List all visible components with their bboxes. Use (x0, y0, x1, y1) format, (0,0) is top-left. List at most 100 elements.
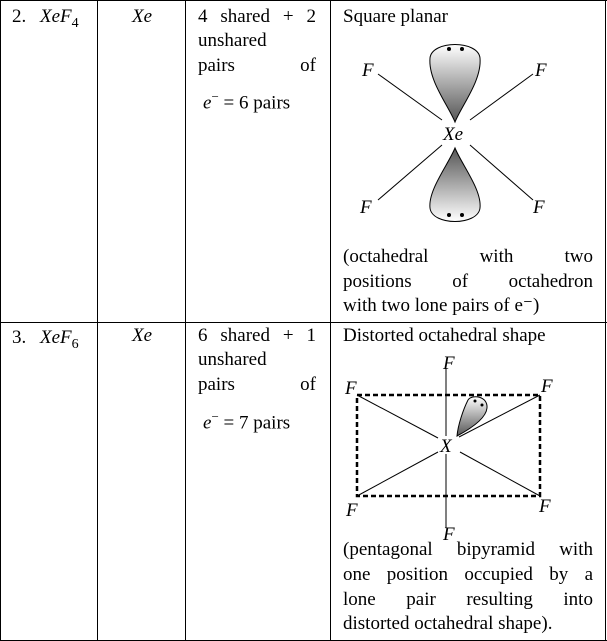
electron-dot (460, 213, 464, 217)
note-line: positions of octahedron (343, 271, 593, 293)
col-divider (605, 0, 606, 641)
pairs-line: 4 shared +2 (198, 6, 316, 28)
pairs-total: = 6 pairs (223, 92, 291, 114)
distorted-octahedral-diagram: X F F F F F F (344, 353, 553, 545)
formula: XeF6 (40, 327, 79, 356)
word: by (549, 564, 569, 585)
row-number: 2. (12, 6, 27, 27)
lone-pair-lobe (429, 44, 481, 124)
word: with (479, 246, 514, 267)
word: one (343, 564, 371, 585)
col-divider (185, 0, 186, 641)
ligand-label: F (361, 60, 374, 81)
word: pairs (198, 55, 235, 76)
electron-dot (460, 47, 464, 51)
note-line: distorted octahedral shape). (343, 613, 553, 634)
note-line: lone pair resulting into (343, 589, 593, 611)
ligand-label: F (534, 60, 547, 81)
ligand-label: F (344, 378, 357, 399)
ligand-label: F (359, 197, 372, 218)
pairs-result: e− = 6 pairs (203, 89, 291, 114)
electron-dot (473, 399, 477, 403)
formula-base: XeF (40, 6, 72, 27)
note-line: (octahedral with two (343, 246, 593, 268)
word: into (563, 589, 593, 610)
central-atom: Xe (132, 325, 153, 346)
pairs-result: e− = 7 pairs (203, 409, 291, 434)
word: (pentagonal (343, 539, 433, 560)
formula-base: XeF (40, 327, 72, 348)
word: 1 (306, 325, 316, 346)
bond (458, 394, 541, 438)
word: of (300, 55, 316, 76)
word: lone (343, 589, 376, 610)
bond (356, 451, 439, 497)
formula-subscript: 6 (71, 336, 79, 352)
ligand-label: F (442, 353, 455, 374)
row-divider (0, 322, 607, 323)
shape-title: Square planar (343, 6, 448, 27)
electron-dot (447, 213, 451, 217)
ligand-label: F (442, 524, 455, 545)
word: pairs (198, 374, 235, 395)
word: occupied (464, 564, 533, 585)
note-line: with two lone pairs of e⁻) (343, 295, 540, 316)
word: + (282, 6, 294, 27)
electron-dot (447, 47, 451, 51)
pairs-line: unshared (198, 349, 267, 370)
word: pair (406, 589, 436, 610)
pairs-line: 6 shared +1 (198, 325, 316, 347)
bond (469, 144, 534, 201)
word: shared (220, 6, 270, 27)
central-atom-label: Xe (442, 124, 463, 145)
row-number: 3. (12, 327, 27, 348)
bond (377, 73, 443, 121)
dashed-rectangle (355, 393, 542, 498)
word: positions (343, 271, 412, 292)
electron-symbol: e (203, 92, 212, 114)
word: a (584, 564, 593, 585)
col-divider (330, 0, 331, 641)
lone-pair-lobe (456, 396, 488, 437)
electron-symbol: e (203, 412, 212, 434)
word: of (452, 271, 469, 292)
table-border (0, 0, 607, 1)
ligand-label: F (532, 197, 545, 218)
word: bipyramid (456, 539, 535, 560)
pairs-total: = 7 pairs (223, 412, 291, 434)
col-divider (0, 0, 1, 641)
word: 6 (198, 325, 208, 346)
word: with (559, 539, 593, 560)
word: (octahedral (343, 246, 429, 267)
word: octahedron (508, 271, 593, 292)
note-line: (pentagonal bipyramid with (343, 539, 593, 561)
word: two (564, 246, 593, 267)
central-atom-label: X (439, 436, 453, 457)
word: shared (220, 325, 270, 346)
pairs-line: pairs of (198, 374, 316, 396)
word: 4 (198, 6, 208, 27)
pairs-line: pairs of (198, 55, 316, 77)
ligand-label: F (538, 496, 551, 517)
col-divider (97, 0, 98, 641)
word: resulting (466, 589, 533, 610)
formula-subscript: 4 (71, 15, 79, 31)
shape-title: Distorted octahedral shape (343, 325, 546, 346)
pairs-line: unshared (198, 30, 267, 51)
bond (377, 144, 443, 201)
word: + (282, 325, 294, 346)
word: 2 (306, 6, 316, 27)
bond (356, 394, 439, 439)
ligand-label: F (540, 376, 553, 397)
ligand-label: F (345, 500, 358, 521)
electron-dot (480, 403, 484, 407)
central-atom: Xe (132, 6, 153, 27)
lone-pair-lobe (429, 146, 481, 222)
word: of (300, 374, 316, 395)
bond (469, 73, 534, 121)
square-planar-diagram: Xe F F F F (359, 44, 547, 222)
bond (459, 451, 541, 497)
word: position (386, 564, 448, 585)
